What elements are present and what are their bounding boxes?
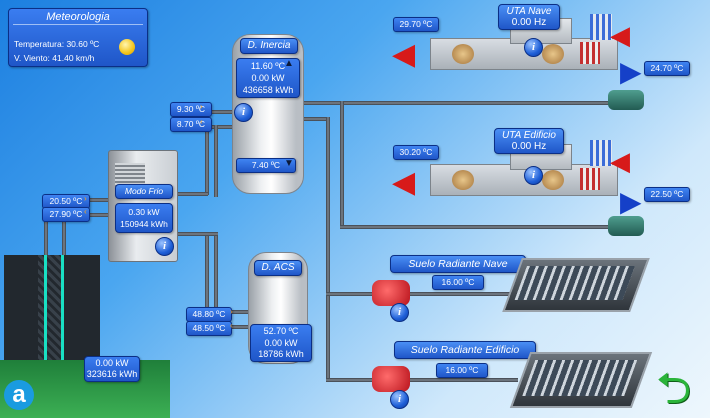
pipe: [326, 378, 386, 382]
radiant-floor-panel: [509, 352, 653, 408]
uta-edificio-title-box: UTA Edificio 0.00 Hz: [494, 128, 564, 154]
suelo-edificio-info-button[interactable]: i: [390, 390, 409, 409]
pipe: [214, 125, 218, 197]
logo-icon: a: [4, 380, 34, 410]
pipe: [214, 325, 250, 329]
uta-nave-temp-out: 29.70 ºC: [393, 17, 439, 32]
acs-title: D. ACS: [254, 260, 302, 276]
pipe: [326, 117, 330, 382]
inercia-temp-top: 11.60 ºC: [250, 61, 286, 71]
uta-edificio-title: UTA Edificio: [502, 130, 556, 141]
pipe: [44, 198, 48, 268]
acs-values: 52.70 ºC 0.00 kW 18786 kWh: [250, 324, 312, 362]
acs-inlet-temp-2: 48.50 ºC: [186, 321, 232, 336]
arrow-right-icon: ›: [230, 307, 233, 316]
heatpump-values: 0.30 kW 150944 kWh: [115, 203, 173, 233]
arrow-left-icon: ◀: [392, 38, 416, 71]
uta-nave-temp-in: 24.70 ºC: [644, 61, 690, 76]
acs-energy: 18786 kWh: [258, 349, 304, 359]
heatpump-supply-temp-2: 8.70 ºC: [170, 117, 212, 132]
uta-edificio-temp-out: 30.20 ºC: [393, 145, 439, 160]
arrow-right-icon: ›: [84, 194, 87, 203]
pipe: [410, 378, 518, 382]
inercia-title: D. Inercia: [240, 38, 298, 54]
meteo-wind: V. Viento: 41.40 km/h: [14, 53, 95, 63]
pipe: [340, 101, 344, 227]
pipe: [62, 213, 66, 268]
arrow-right-icon: ›: [200, 102, 203, 111]
acs-inlet-temp-1: 48.80 ºC: [186, 307, 232, 322]
arrow-left-icon: ‹: [84, 207, 87, 216]
meteo-panel: Meteorologia Temperatura: 30.60 ºC V. Vi…: [8, 8, 148, 67]
pump-icon: [608, 216, 644, 236]
back-arrow-button[interactable]: ⮌: [656, 364, 692, 413]
heatpump-energy: 150944 kWh: [120, 219, 168, 229]
pipe: [176, 192, 208, 196]
uta-edificio-temp-in: 22.50 ºC: [644, 187, 690, 202]
geo-values: 0.00 kW 323616 kWh: [84, 356, 140, 382]
arrow-right-icon: ▶: [620, 186, 642, 217]
inercia-energy: 436658 kWh: [242, 85, 294, 95]
uta-edificio-freq: 0.00 Hz: [511, 141, 547, 152]
geo-energy: 323616 kWh: [86, 369, 138, 379]
suelo-edificio-title: Suelo Radiante Edificio: [394, 341, 536, 359]
pump-icon: [608, 90, 644, 110]
suelo-edificio-temp: 16.00 ºC: [436, 363, 488, 378]
heatpump-source-temp-2: 27.90 ºC: [42, 207, 90, 222]
pump-icon: [372, 366, 410, 392]
uta-nave-freq: 0.00 Hz: [511, 17, 547, 28]
heatpump-supply-temp-1: 9.30 ºC: [170, 102, 212, 117]
heatpump-mode: Modo Frio: [115, 184, 173, 199]
inercia-info-button[interactable]: i: [234, 103, 253, 122]
suelo-nave-info-button[interactable]: i: [390, 303, 409, 322]
pipe: [300, 117, 330, 121]
pipe: [176, 232, 218, 236]
pipe: [326, 292, 386, 296]
meteo-title: Meteorologia: [46, 11, 110, 23]
arrow-left-icon: ‹: [230, 321, 233, 330]
acs-temp: 52.70 ºC: [263, 326, 299, 336]
pipe: [205, 110, 209, 195]
fan-icon: [542, 44, 564, 64]
pipe: [410, 292, 514, 296]
uta-nave-title-box: UTA Nave 0.00 Hz: [498, 4, 560, 30]
suelo-nave-title: Suelo Radiante Nave: [390, 255, 526, 273]
arrow-right-icon: ▶: [620, 56, 642, 87]
fan-icon: [452, 170, 474, 190]
arrow-down-icon: ▼: [284, 158, 294, 169]
heatpump-power: 0.30 kW: [128, 207, 160, 217]
meteo-temperature: Temperatura: 30.60 ºC: [14, 39, 100, 49]
pipe: [340, 225, 615, 229]
arrow-left-icon: ◀: [610, 146, 630, 176]
suelo-nave-temp: 16.00 ºC: [432, 275, 484, 290]
fan-icon: [452, 44, 474, 64]
sun-icon: [119, 39, 135, 55]
arrow-left-icon: ‹: [200, 117, 203, 126]
inercia-temp-bottom: 7.40 ºC: [236, 158, 296, 173]
uta-edificio-info-button[interactable]: i: [524, 166, 543, 185]
uta-nave-title: UTA Nave: [506, 6, 552, 17]
arrow-up-icon: ▲: [284, 58, 294, 69]
arrow-left-icon: ◀: [610, 20, 630, 50]
acs-power: 0.00 kW: [264, 337, 298, 348]
radiant-floor-panel: [502, 258, 650, 312]
uta-nave-info-button[interactable]: i: [524, 38, 543, 57]
arrow-left-icon: ◀: [392, 166, 416, 199]
pipe: [212, 125, 238, 129]
inercia-values: 11.60 ºC 0.00 kW 436658 kWh: [236, 58, 300, 98]
pipe: [212, 110, 238, 114]
heatpump-info-button[interactable]: i: [155, 237, 174, 256]
inercia-power: 0.00 kW: [251, 73, 285, 83]
geo-power: 0.00 kW: [95, 358, 129, 368]
pipe: [205, 232, 209, 312]
pump-icon: [372, 280, 410, 306]
fan-icon: [542, 170, 564, 190]
pipe: [270, 101, 610, 105]
pipe: [214, 232, 218, 327]
